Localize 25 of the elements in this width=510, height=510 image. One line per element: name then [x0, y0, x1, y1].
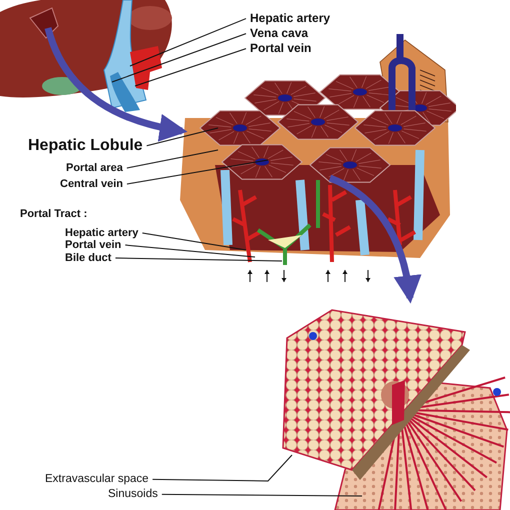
curved-arrow — [328, 174, 421, 304]
leader-line — [161, 494, 362, 496]
callout-label: Portal area — [66, 162, 123, 174]
leader-line — [126, 160, 268, 185]
callout-label: Vena cava — [250, 27, 308, 40]
leader-line — [142, 232, 246, 250]
heading-label: Hepatic Lobule — [28, 137, 143, 155]
callout-label: Hepatic artery — [250, 12, 330, 26]
callout-label: Hepatic artery — [65, 227, 138, 240]
leader-line — [124, 244, 256, 258]
leader-line — [130, 18, 246, 66]
leader-line — [152, 454, 292, 482]
leader-line — [126, 150, 218, 169]
callout-label: Portal vein — [250, 42, 312, 56]
curved-arrow — [44, 26, 188, 141]
section-heading: Portal Tract : — [20, 208, 88, 220]
leader-line — [114, 258, 282, 262]
leader-line — [146, 128, 218, 146]
callout-label: Central vein — [60, 178, 123, 190]
leader-line — [134, 48, 246, 86]
callout-label: Sinusoids — [108, 488, 158, 501]
callout-label: Extravascular space — [45, 473, 149, 486]
leader-line — [112, 33, 246, 82]
callout-label: Portal vein — [65, 239, 122, 252]
callout-label: Bile duct — [65, 252, 112, 264]
